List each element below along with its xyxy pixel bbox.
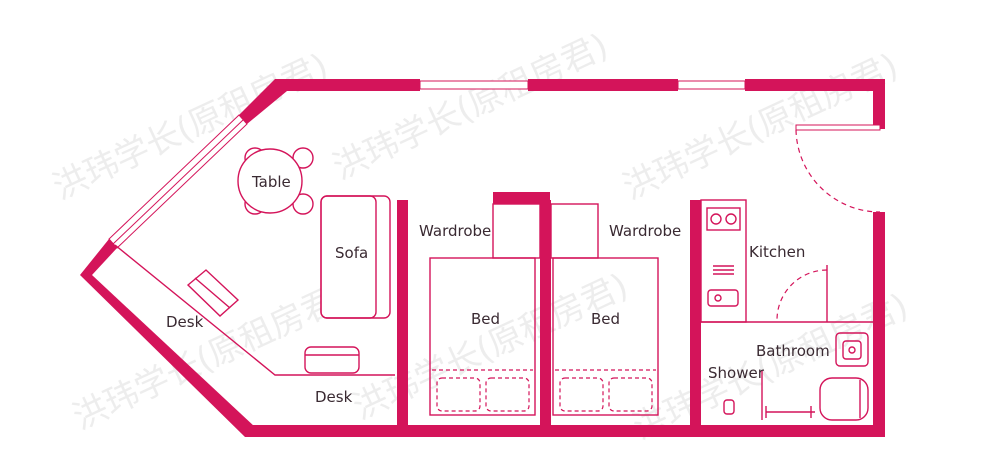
sofa — [320, 195, 391, 319]
wardrobe-label-1: Wardrobe — [419, 222, 491, 240]
wardrobe-label-2: Wardrobe — [609, 222, 681, 240]
dining-table — [237, 147, 314, 215]
desk-label-lower: Desk — [315, 388, 353, 406]
watermark-text: 洪玮学长(原租房君) — [627, 286, 914, 448]
desk-chair-upper — [186, 269, 240, 317]
kitchen-counter — [700, 199, 747, 323]
sofa-label: Sofa — [335, 244, 368, 262]
bed-label-2: Bed — [591, 310, 620, 328]
desk-label-upper: Desk — [166, 313, 204, 331]
bed-label-1: Bed — [471, 310, 500, 328]
bathroom — [701, 265, 873, 421]
watermark-text: 洪玮学长(原租房君) — [327, 26, 614, 188]
shower-label: Shower — [708, 364, 765, 382]
entrance-door — [795, 124, 881, 213]
bed-1 — [429, 257, 536, 416]
interior-walls — [397, 192, 701, 437]
wardrobe-1 — [492, 203, 541, 259]
kitchen-label: Kitchen — [749, 243, 805, 261]
desk-chair-lower — [304, 346, 360, 374]
table-label: Table — [251, 173, 291, 191]
bathroom-label: Bathroom — [756, 342, 830, 360]
wardrobe-2 — [550, 203, 599, 259]
bed-2 — [552, 257, 659, 416]
